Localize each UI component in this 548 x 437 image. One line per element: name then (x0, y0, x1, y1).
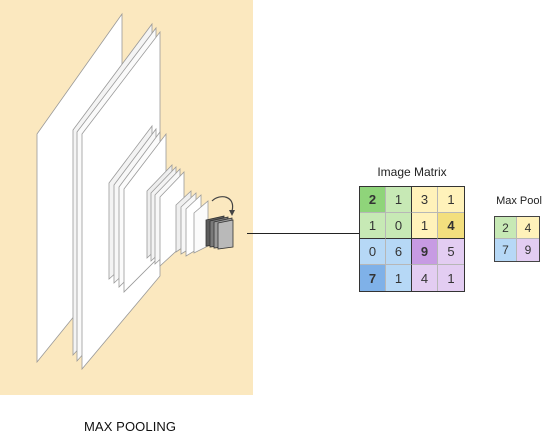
matrix-cell: 1 (438, 187, 464, 213)
matrix-cell: 9 (412, 239, 438, 265)
matrix-cell: 0 (360, 239, 386, 265)
pool-cell: 9 (517, 239, 539, 261)
pool-cell: 4 (517, 217, 539, 239)
max-pool-title: Max Pool (496, 195, 542, 207)
connector-line (247, 233, 359, 234)
matrix-cell: 6 (386, 239, 412, 265)
matrix-cell: 7 (360, 265, 386, 291)
image-matrix-title: Image Matrix (377, 165, 447, 179)
matrix-cell: 2 (360, 187, 386, 213)
pool-cell: 7 (495, 239, 517, 261)
curved-arrow-icon (211, 196, 235, 216)
matrix-cell: 4 (412, 265, 438, 291)
conv-layer-4 (175, 190, 209, 257)
image-matrix: 2 1 3 1 1 0 1 4 0 6 9 5 7 1 4 1 (359, 186, 465, 292)
matrix-cell: 1 (360, 213, 386, 239)
matrix-cell: 3 (412, 187, 438, 213)
max-pooling-caption: MAX POOLING (84, 419, 177, 434)
pooled-layer (205, 215, 234, 250)
max-pool-matrix: 2 4 7 9 (494, 216, 540, 262)
matrix-cell: 5 (438, 239, 464, 265)
pool-cell: 2 (495, 217, 517, 239)
matrix-cell: 1 (386, 187, 412, 213)
matrix-cell: 1 (438, 265, 464, 291)
matrix-cell: 0 (386, 213, 412, 239)
matrix-cell: 4 (438, 213, 464, 239)
matrix-cell: 1 (386, 265, 412, 291)
matrix-cell: 1 (412, 213, 438, 239)
cnn-layers-illustration (0, 0, 253, 395)
